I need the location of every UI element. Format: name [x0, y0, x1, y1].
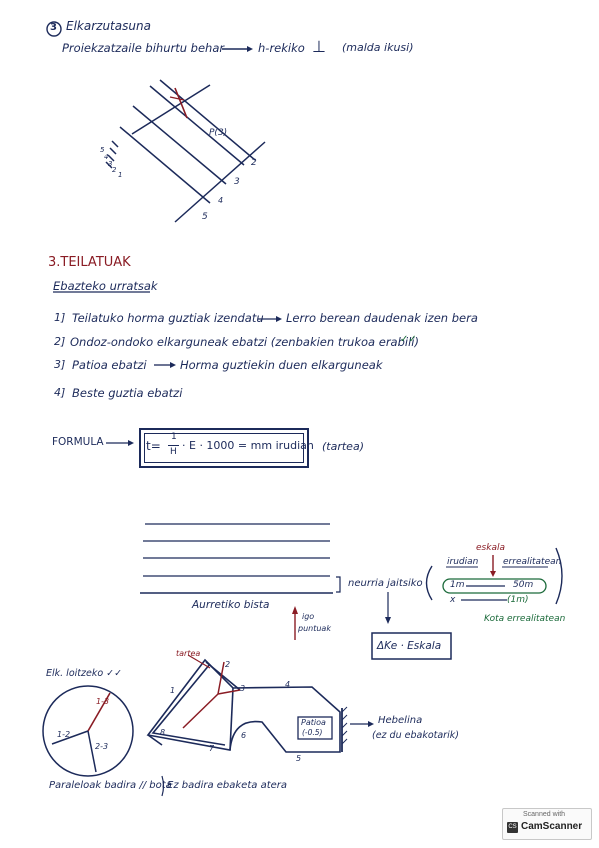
arrow-text: h-rekiko	[258, 41, 305, 55]
circle-label-2-3: 2-3	[95, 742, 109, 751]
formula-label: FORMULA	[52, 436, 104, 448]
patioa-value: (-0.5)	[302, 728, 323, 737]
diagram-label-5a: 5	[100, 146, 105, 154]
perpendicular-symbol: ⊥	[312, 37, 326, 56]
igo-label: igo	[302, 612, 315, 621]
plan-num-5: 5	[296, 754, 302, 763]
step-1-text: Teilatuko horma guztiak izendatu	[72, 311, 264, 325]
formula-box	[139, 428, 309, 468]
section-note: (malda ikusi)	[342, 41, 414, 54]
step-2-num: 2]	[54, 335, 66, 348]
errealitatean-label: errealitatean	[503, 557, 562, 567]
step-2-check: ✓✓	[400, 334, 417, 345]
plan-num-4: 4	[285, 680, 291, 689]
diagram-label-4a: 4	[104, 153, 109, 161]
diagram-label-2: 2	[251, 158, 257, 168]
diagram-label-1a: 1	[118, 171, 123, 179]
puntuak-label: puntuak	[298, 624, 331, 633]
formula-numerator: 1	[171, 432, 177, 442]
step-3-text: Patioa ebatzi	[72, 358, 147, 372]
circle-label-1-3: 1-3	[96, 697, 110, 706]
diagram-label-5: 5	[202, 212, 208, 222]
scale-50m: 50m	[513, 580, 534, 590]
hebelina-label: Hebelina	[378, 715, 423, 726]
plan-num-2: 2	[225, 660, 231, 669]
circle-label-1-2: 1-2	[57, 730, 71, 739]
section-line: Proiekzatzaile bihurtu behar	[62, 41, 225, 55]
camscanner-logo-icon: CS	[507, 822, 518, 833]
scale-1m: 1m	[450, 580, 465, 590]
fraction-bar	[168, 445, 179, 446]
plan-num-1: 1	[170, 686, 176, 695]
irudian-label: irudian	[447, 557, 479, 567]
plan-num-6: 6	[241, 731, 247, 740]
formula-rest: · E · 1000 = mm irudian	[182, 439, 314, 452]
formula-t: t=	[146, 439, 161, 453]
step-3-result: Horma guztiekin duen elkarguneak	[180, 358, 383, 372]
perpendicular-diagram	[105, 79, 266, 223]
step-4-text: Beste guztia ebatzi	[72, 386, 183, 400]
section-number: 3	[50, 22, 57, 33]
teilatuak-subtitle: Ebazteko urratsak	[53, 279, 158, 293]
diagram-label-p: P(3)	[209, 128, 228, 138]
diagram-label-3: 3	[234, 177, 240, 187]
step-1-num: 1]	[54, 311, 66, 324]
diagram-label-4: 4	[218, 196, 224, 205]
aurretiko-bista: Aurretiko bista	[192, 599, 270, 611]
step-1-result: Lerro berean daudenak izen bera	[286, 311, 478, 325]
diagram-label-2a: 2	[112, 166, 117, 174]
camscanner-watermark: Scanned with CS CamScanner	[502, 808, 592, 840]
step-2-text: Ondoz-ondoko elkarguneak ebatzi (zenbaki…	[70, 335, 419, 349]
plan-num-7: 7	[209, 744, 215, 753]
diagram-label-3a: 3	[108, 160, 113, 168]
neurria-label: neurria jaitsiko	[348, 578, 423, 589]
camscanner-brand: CamScanner	[521, 821, 583, 832]
formula-denominator: H	[170, 447, 177, 457]
tartea-label: tartea	[176, 649, 201, 658]
ez-du-label: (ez du ebakotarik)	[372, 730, 459, 741]
plan-num-8: 8	[160, 728, 166, 737]
patioa-label: Patioa	[301, 718, 326, 727]
delta-formula: ΔKe · Eskala	[377, 640, 442, 652]
kota-label: Kota errealitatean	[484, 614, 566, 624]
scale-x: x	[450, 595, 456, 605]
ez-badira-label: Ez badira ebaketa atera	[167, 780, 288, 791]
teilatuak-title: 3.TEILATUAK	[48, 255, 131, 270]
front-view-lines	[140, 523, 333, 594]
section-title: Elkarzutasuna	[66, 19, 151, 33]
step-4-num: 4]	[54, 386, 66, 399]
plan-num-3: 3	[240, 684, 246, 693]
scale-1m-circle: (1m)	[507, 595, 529, 605]
paralelo-label: Paraleloak badira // bota	[49, 780, 172, 791]
elk-label: Elk. loitzeko ✓✓	[46, 668, 123, 679]
scanned-with-text: Scanned with	[523, 811, 566, 818]
eskala-label: eskala	[476, 543, 505, 553]
roof-plan	[146, 658, 341, 753]
step-3-num: 3]	[54, 358, 66, 371]
formula-note: (tartea)	[322, 440, 364, 453]
